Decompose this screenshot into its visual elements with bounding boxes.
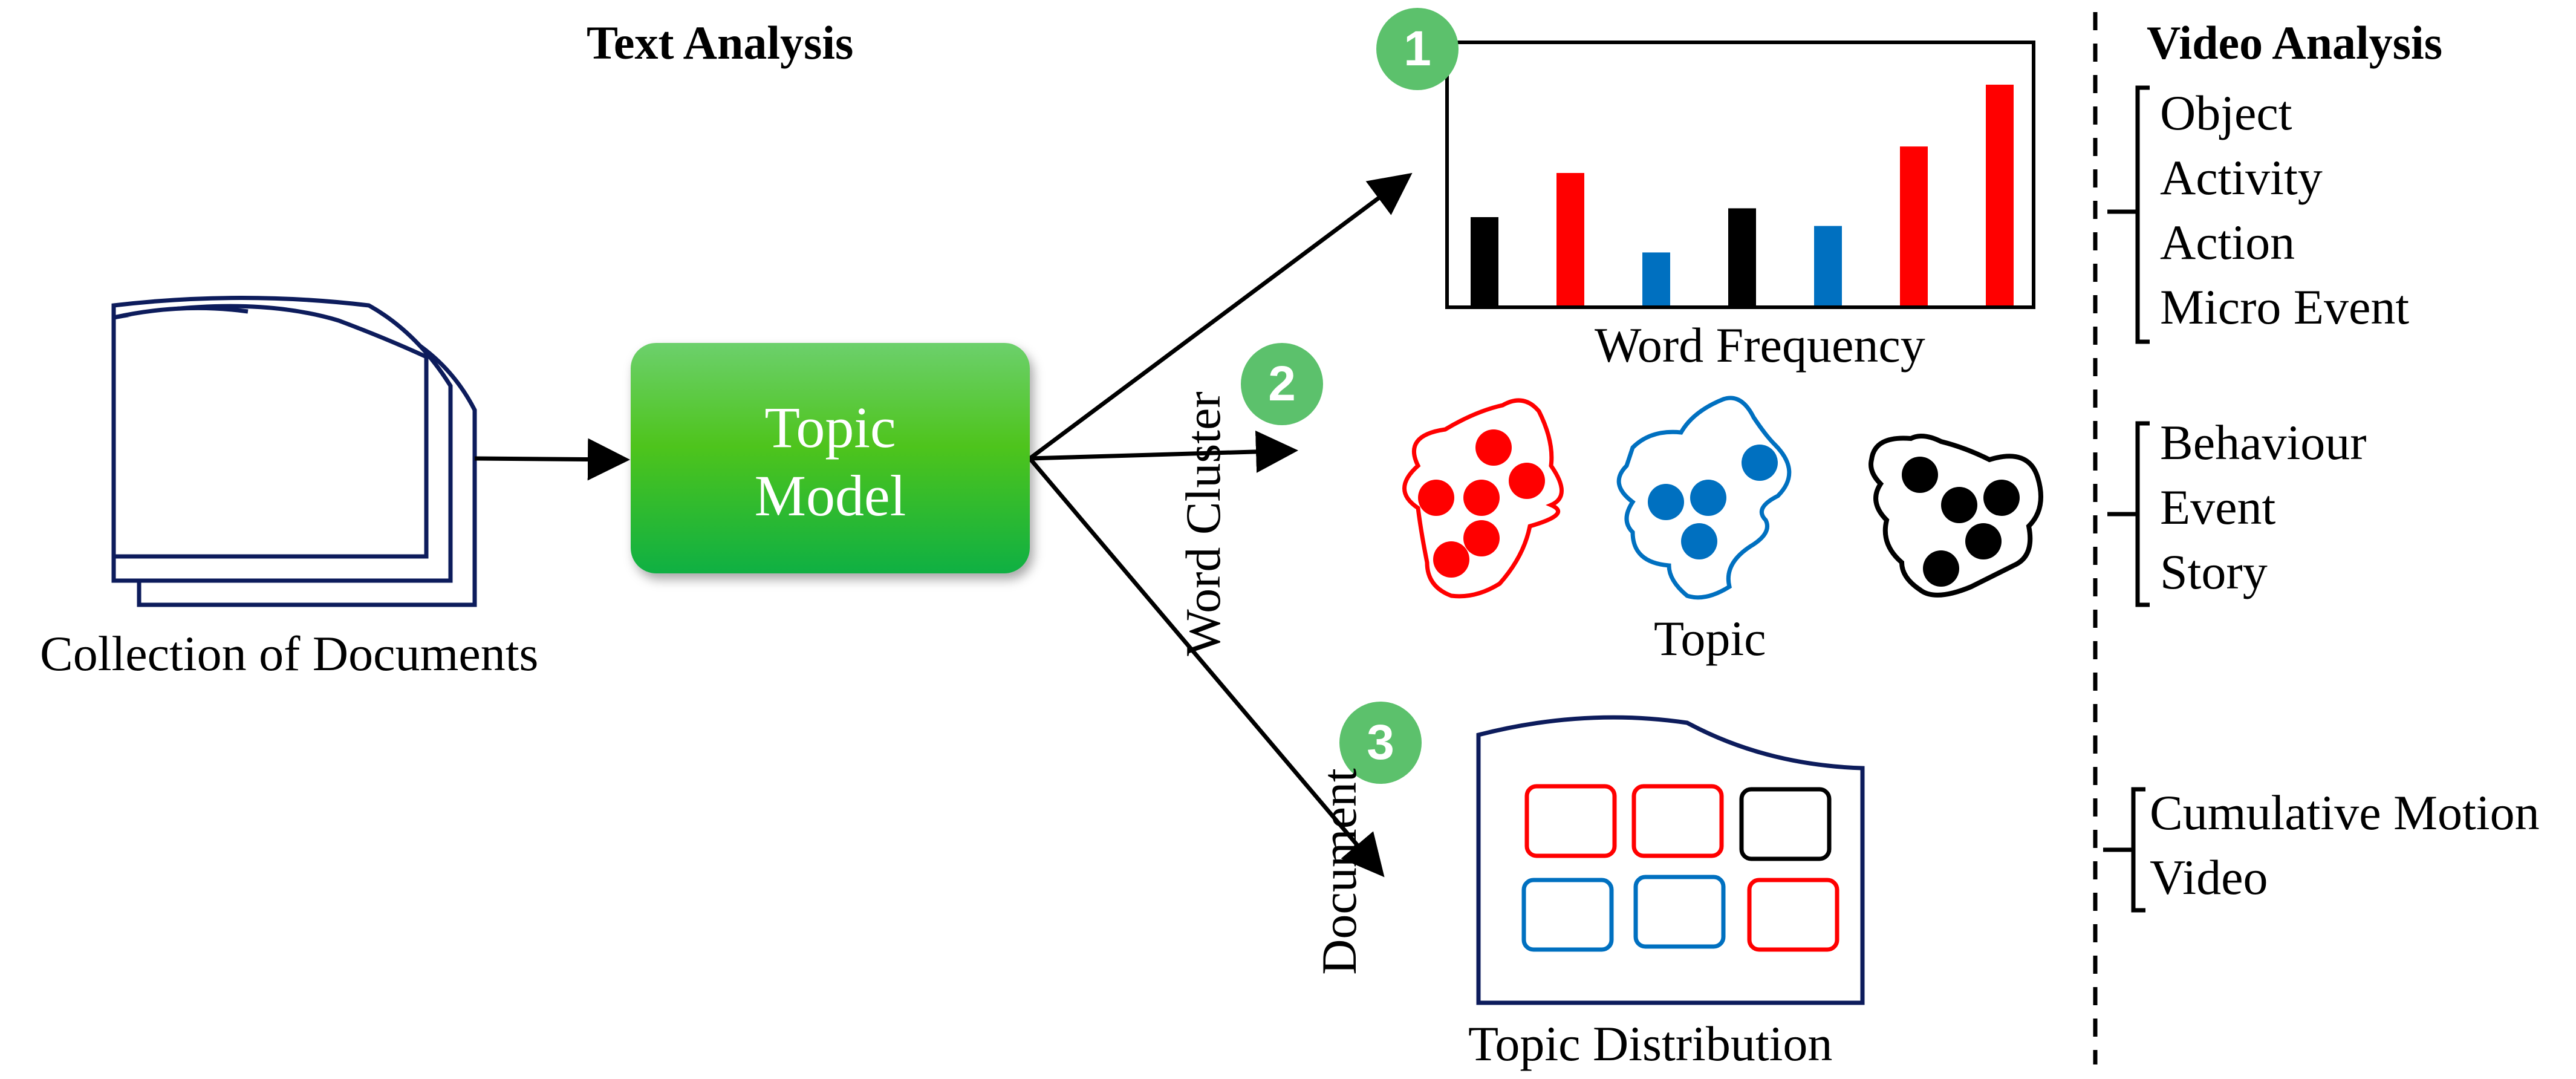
word-cluster-blue [1616,396,1792,600]
badge-1: 1 [1376,8,1459,90]
collection-label: Collection of Documents [40,626,539,681]
word-frequency-bar [1814,226,1842,305]
word-cluster-red [1402,398,1564,599]
topic-model-box: Topic Model [631,343,1030,573]
arrow-model-to-word-frequency [1028,172,1413,460]
video-group3-item: Video [2150,850,2268,905]
topic-caption: Topic [1654,611,1766,666]
video-group3-list: Cumulative Motion Video [2150,780,2540,910]
text-analysis-heading: Text Analysis [587,16,854,69]
video-group3-item: Cumulative Motion [2150,785,2540,840]
word-frequency-chart [1445,41,2035,309]
video-group2-list: Behaviour Event Story [2160,410,2367,604]
document-side-label: Document [1312,768,1367,975]
word-frequency-bar [1471,217,1498,305]
topic-model-line2: Model [754,463,906,528]
video-group2-item: Story [2160,544,2268,599]
video-group2-item: Behaviour [2160,415,2367,470]
arrow-model-to-topic-distribution [1028,457,1385,878]
badge-2: 2 [1241,343,1323,425]
video-analysis-heading: Video Analysis [2147,16,2443,69]
video-group1-item: Action [2160,215,2295,270]
arrow-docs-to-model [474,438,630,481]
word-frequency-bar [1986,85,2014,305]
video-group1-item: Activity [2160,150,2323,205]
video-group2-item: Event [2160,480,2276,535]
word-cluster-black [1869,434,2043,598]
word-frequency-label: Word Frequency [1595,318,1925,373]
video-group1-item: Micro Event [2160,279,2410,334]
badge-3: 3 [1339,702,1422,784]
topic-model-line1: Topic [764,395,896,460]
arrow-model-to-word-cluster [1029,430,1298,473]
word-frequency-bar [1900,146,1928,305]
word-cluster-label: Word Cluster [1176,391,1231,656]
word-frequency-bar [1642,252,1670,305]
word-frequency-bar [1556,173,1584,305]
video-group1-list: Object Activity Action Micro Event [2160,80,2409,339]
document-front-icon [111,304,429,559]
word-frequency-bar [1728,208,1756,305]
topic-distribution-document [1476,715,1865,1005]
topic-distribution-label: Topic Distribution [1468,1016,1833,1071]
bracket-group3 [2103,787,2145,913]
video-group1-item: Object [2160,85,2292,140]
bracket-group2 [2107,421,2150,607]
bracket-group1 [2107,85,2150,344]
